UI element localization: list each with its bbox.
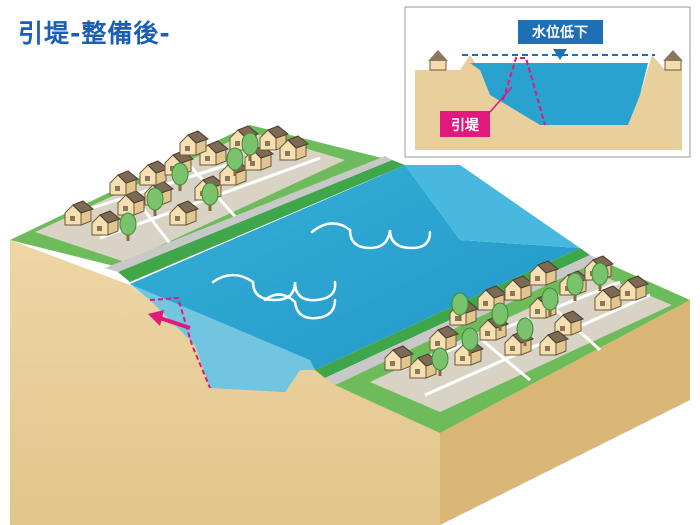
tree [171,162,189,191]
soil-front-face [10,240,440,525]
house [169,200,200,226]
inset-house-left [428,50,448,71]
house [529,260,560,286]
inset-water [470,63,648,125]
river-cross-section [130,284,315,392]
house [539,330,570,356]
left-levee-road [105,156,392,272]
tree [226,147,244,176]
tree [591,262,609,291]
inset-old-levee [502,57,546,126]
house [109,170,140,196]
tree [461,327,479,356]
tree [201,182,219,211]
house [504,275,535,301]
inset-water-level-label-box [518,20,603,44]
house [279,135,310,161]
house [384,345,415,371]
house [429,325,460,351]
tree [119,212,137,241]
house [244,145,275,171]
house [454,340,485,366]
inset-levee-pointer [489,86,513,113]
house [91,210,122,236]
old-levee-outline [149,296,211,389]
house [139,160,170,186]
inset-levee-label-box [440,111,490,137]
tree [516,317,534,346]
house [64,200,95,226]
tree [241,132,259,161]
tree [451,292,469,321]
inset-panel: 水位低下 引堤 [404,6,691,158]
levee-retreat-arrow [148,310,191,330]
tree [146,187,164,216]
tree [566,272,584,301]
house [554,310,585,336]
tree [541,287,559,316]
house [117,190,148,216]
inset-levee-label: 引堤 [451,118,480,134]
river-waves [211,222,432,320]
inset-down-arrow [553,49,567,60]
soil-side-face [440,300,690,525]
tree [431,347,449,376]
right-houses [384,255,650,379]
inset-water-level-label: 水位低下 [532,24,588,41]
house [179,130,210,156]
page-title: 引堤-整備後- [18,19,171,48]
river-far-slope [405,165,580,248]
house [164,150,195,176]
house [619,275,650,301]
tree [491,302,509,331]
inset-house-right [663,50,683,71]
house [594,285,625,311]
left-houses [64,125,310,241]
left-levee-top [118,160,405,282]
